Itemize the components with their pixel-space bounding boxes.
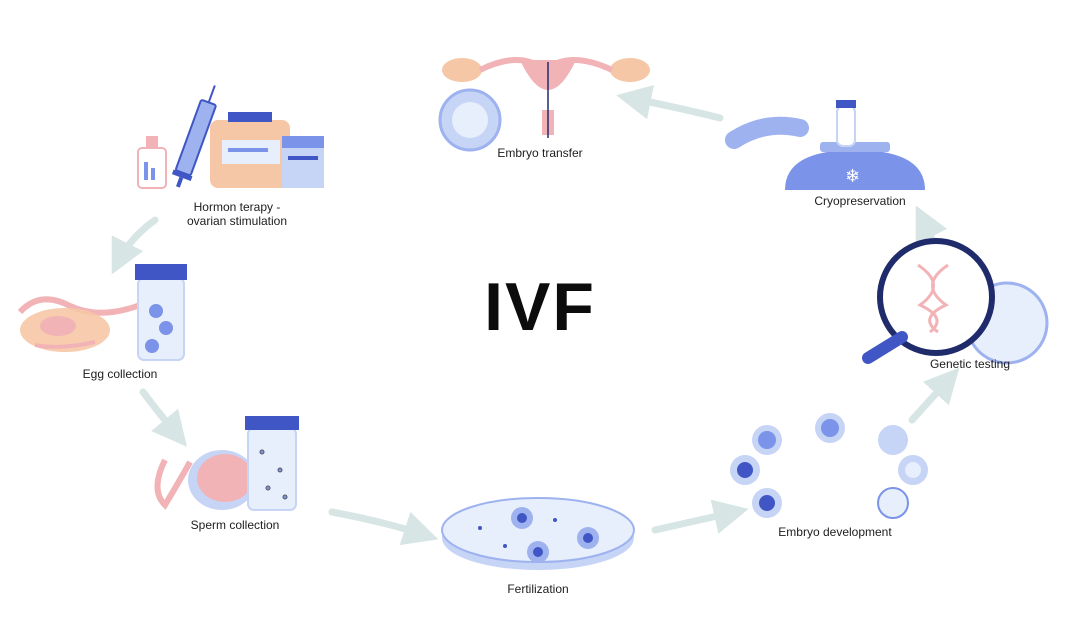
step-fertilization-label: Fertilization [507,582,569,596]
diagram-title: IVF [484,269,596,345]
arrow-fertilization-to-embryo [651,499,749,534]
magnifier-dna-icon [862,238,1049,365]
uterus-icon [438,57,650,152]
hormone-therapy-icon [137,85,324,189]
petri-dish-icon [441,497,635,570]
arrow-sperm-to-fertilization [328,508,439,546]
sperm-collection-icon [154,416,299,511]
arrow-egg-to-sperm [139,388,187,447]
step-genetic-testing-label: Genetic testing [929,357,1011,371]
step-embryo-transfer-label: Embryo transfer [497,146,583,160]
svg-text:❄: ❄ [845,166,860,187]
step-cryopreservation-label: Cryopreservation [814,194,906,208]
arrow-cryo-to-transfer [616,84,724,122]
step-sperm-label: Sperm collection [190,518,280,532]
step-egg-label: Egg collection [82,367,158,381]
arrow-embryo-to-genetic [908,367,960,424]
step-embryo-development-label: Embryo development [778,525,892,539]
step-hormone-label: Hormon terapy - ovarian stimulation [172,200,302,228]
step-hormone-line1: Hormon terapy - [193,200,281,214]
arrow-hormone-to-egg [111,216,159,275]
embryo-development-icon [730,413,928,519]
egg-collection-icon [17,264,187,361]
cryo-tank-icon: ❄ [725,100,925,190]
step-hormone-line2: ovarian stimulation [186,214,288,228]
